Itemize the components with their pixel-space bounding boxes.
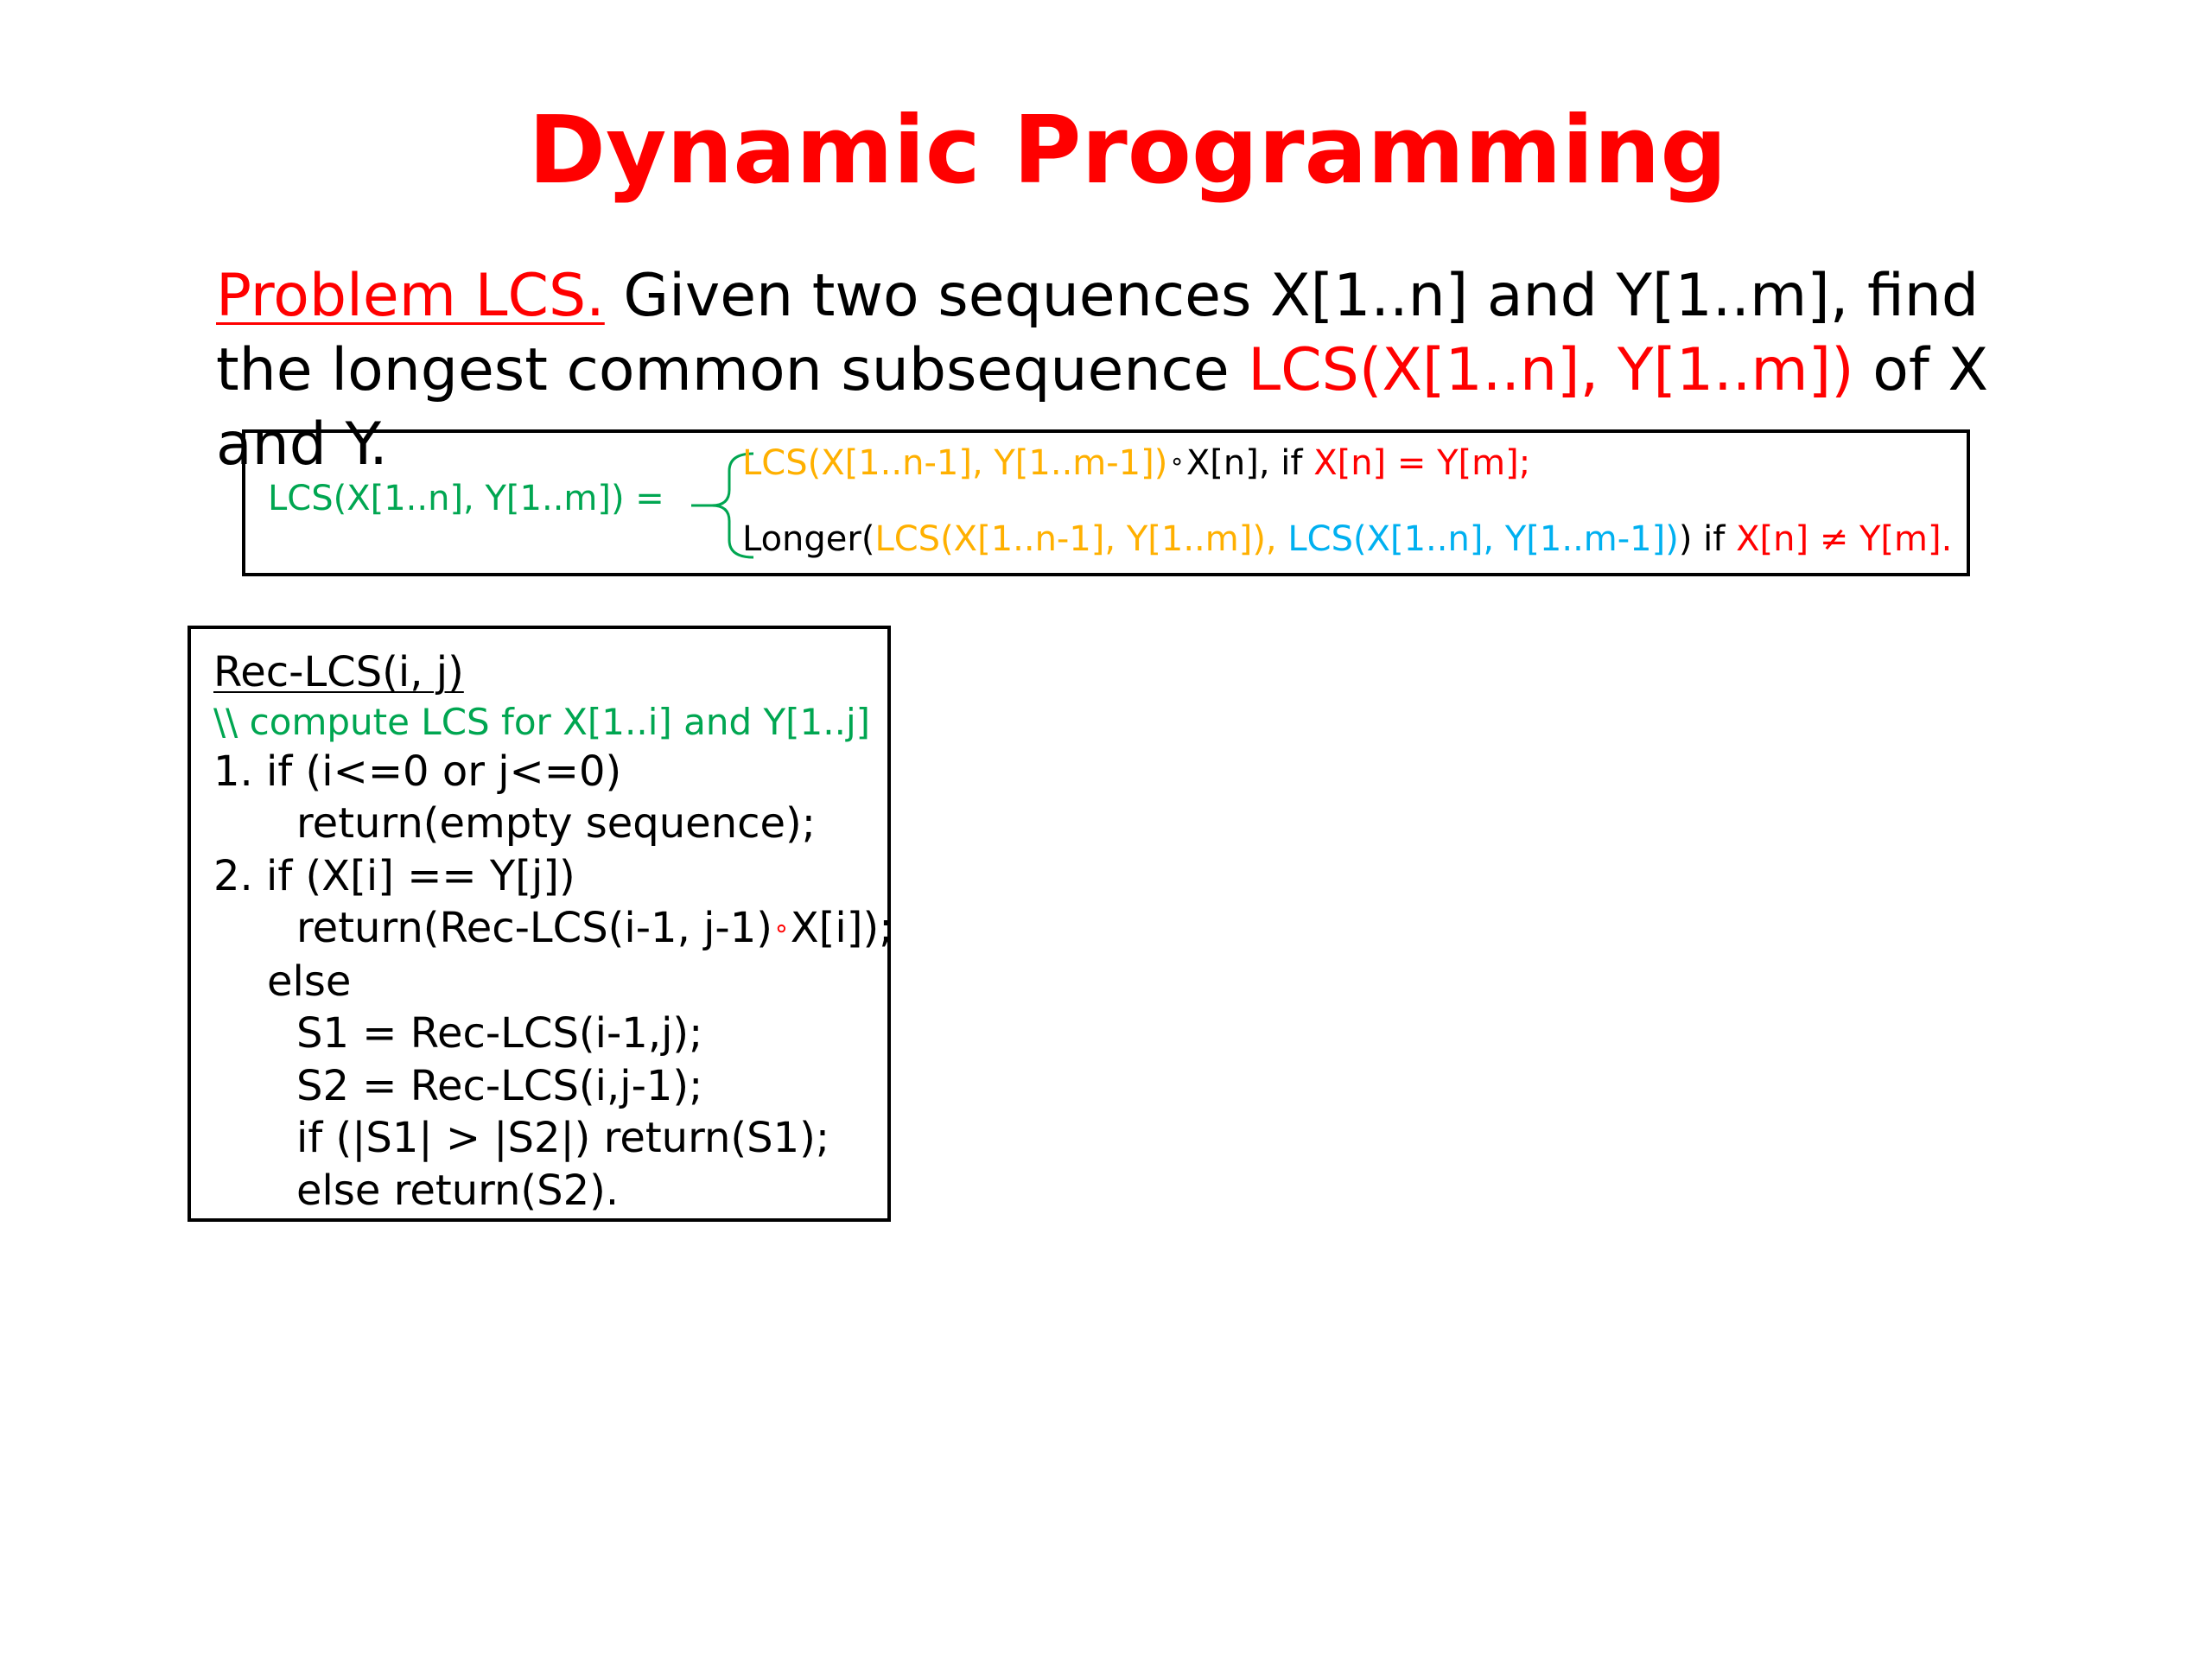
case2-condition: X[n] ≠ Y[m]. xyxy=(1736,519,1953,559)
code-line-9: else return(S2). xyxy=(296,1166,620,1215)
code-line-1: 1. if (i<=0 or j<=0) xyxy=(213,747,622,796)
code-line-8: if (|S1| > |S2|) return(S1); xyxy=(296,1114,830,1162)
problem-text-1: Given two sequences X[1..n] and Y[1..m],… xyxy=(216,262,1980,404)
problem-lcs-expression: LCS(X[1..n], Y[1..m]) xyxy=(1248,336,1854,404)
code-line-2: return(empty sequence); xyxy=(296,799,816,848)
recurrence-box: LCS(X[1..n], Y[1..m]) = LCS(X[1..n-1], Y… xyxy=(242,429,1970,576)
code-line-4: return(Rec-LCS(i-1, j-1)∘X[i]); xyxy=(213,902,893,956)
case1-term: LCS(X[1..n-1], Y[1..m-1]) xyxy=(742,443,1168,483)
left-brace-icon xyxy=(691,452,754,559)
problem-statement: Problem LCS. Given two sequences X[1..n]… xyxy=(216,259,2048,482)
case1-condition: X[n] = Y[m]; xyxy=(1313,443,1531,483)
code-line-7: S2 = Rec-LCS(i,j-1); xyxy=(296,1061,703,1110)
case2-term-a: LCS(X[1..n-1], Y[1..m]), xyxy=(874,519,1277,559)
code-line-5: else xyxy=(267,957,352,1006)
slide-title: Dynamic Programming xyxy=(528,97,1727,205)
recurrence-case-equal: LCS(X[1..n-1], Y[1..m-1])∘X[n], if X[n] … xyxy=(742,443,1530,483)
rec-lcs-code-box: Rec-LCS(i, j) \\ compute LCS for X[1..i]… xyxy=(188,626,893,1222)
code-line-4-b: X[i]); xyxy=(790,904,893,952)
code-line-6: S1 = Rec-LCS(i-1,j); xyxy=(296,1009,703,1058)
code-line-4-a: return(Rec-LCS(i-1, j-1) xyxy=(296,904,773,952)
code-comment: \\ compute LCS for X[1..i] and Y[1..j] xyxy=(213,700,870,743)
recurrence-lhs: LCS(X[1..n], Y[1..m]) = xyxy=(268,479,664,518)
problem-text-2: of X and Y. xyxy=(216,336,1989,479)
case2-space xyxy=(1277,519,1288,559)
concat-operator: ∘ xyxy=(1169,447,1185,475)
case1-rest: X[n], if xyxy=(1185,443,1314,483)
case2-term-b: LCS(X[1..n], Y[1..m-1]) xyxy=(1287,519,1679,559)
code-concat-operator: ∘ xyxy=(773,913,790,944)
code-title: Rec-LCS(i, j) xyxy=(213,648,464,696)
case2-prefix: Longer( xyxy=(742,519,875,559)
problem-label: Problem LCS. xyxy=(216,262,605,330)
code-line-3: 2. if (X[i] == Y[j]) xyxy=(213,851,575,900)
recurrence-case-unequal: Longer(LCS(X[1..n-1], Y[1..m]), LCS(X[1.… xyxy=(742,519,1952,559)
case2-close: ) if xyxy=(1678,519,1737,559)
